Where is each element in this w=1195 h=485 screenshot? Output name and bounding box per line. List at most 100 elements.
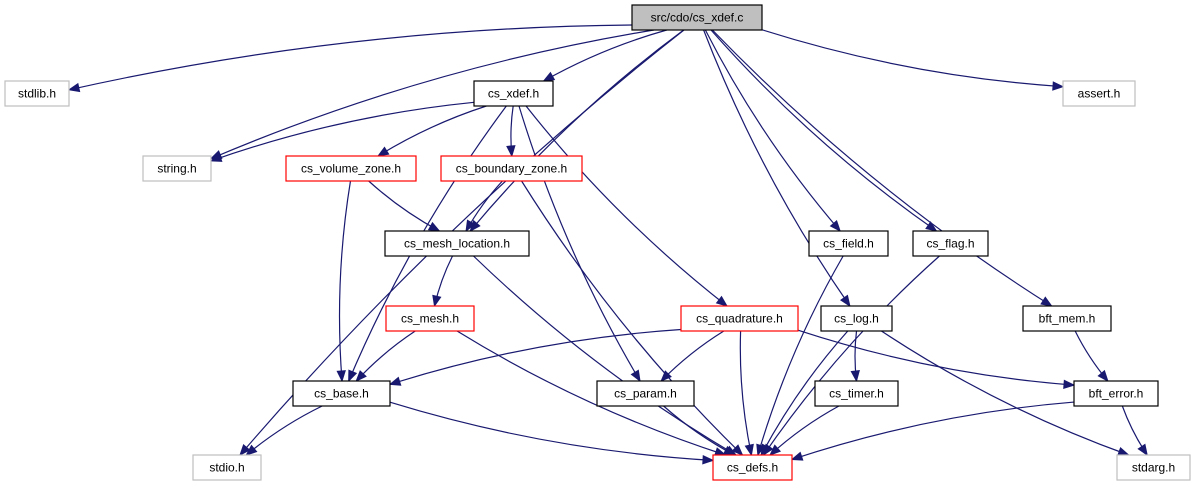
edge-cs_boundary_zone_h-to-cs_defs_h — [521, 180, 743, 456]
arrowhead-cs_xdef_h-to-cs_quadrature_h — [715, 295, 729, 307]
edge-cs_mesh_h-to-cs_base_h — [355, 330, 416, 382]
edge-cs_xdef_h-to-cs_param_h — [518, 105, 641, 382]
arrowhead-cs_xdef_c-to-cs_field_h — [829, 219, 841, 233]
node-label: stdio.h — [209, 461, 244, 475]
node-label: cs_field.h — [823, 237, 874, 251]
edge-cs_xdef_c-to-cs_xdef_h — [543, 29, 667, 82]
node-box — [631, 4, 763, 31]
arrowhead-cs_volume_zone_h-to-cs_base_h — [336, 370, 346, 383]
node-cs-base-h[interactable]: cs_base.h — [292, 380, 391, 407]
edge-cs_base_h-to-cs_defs_h — [389, 401, 714, 461]
node-stdio-h: stdio.h — [192, 454, 262, 481]
edge-cs_xdef_c-to-string_h — [210, 29, 655, 160]
arrowhead-cs_xdef_c-to-bft_mem_h — [1040, 296, 1053, 307]
node-box — [912, 230, 989, 257]
arrowhead-cs_mesh_location_h-to-cs_mesh_h — [432, 294, 442, 308]
arrowhead-cs_boundary_zone_h-to-cs_mesh_location_h — [465, 219, 476, 233]
node-box — [142, 155, 212, 182]
arrowhead-cs_quadrature_h-to-bft_error_h — [1063, 379, 1076, 390]
node-cs-timer-h[interactable]: cs_timer.h — [814, 380, 899, 407]
edge-cs_mesh_location_h-to-cs_defs_h — [473, 255, 737, 456]
node-cs-volume-zone-h[interactable]: cs_volume_zone.h — [285, 155, 417, 182]
node-box — [473, 80, 554, 107]
arrowhead-bft_error_h-to-cs_defs_h — [790, 451, 804, 461]
edge-cs_xdef_h-to-cs_quadrature_h — [525, 105, 728, 307]
node-box — [820, 305, 893, 332]
node-box — [4, 80, 70, 107]
edge-cs_base_h-to-stdio_h — [245, 405, 323, 456]
node-box — [712, 454, 793, 481]
arrowhead-cs_quadrature_h-to-cs_base_h — [388, 376, 402, 386]
node-cs-flag-h[interactable]: cs_flag.h — [912, 230, 989, 257]
node-box — [440, 155, 583, 182]
edge-cs_xdef_c-to-bft_mem_h — [711, 29, 1052, 307]
node-box — [814, 380, 899, 407]
edge-cs_xdef_c-to-cs_mesh_location_h — [469, 29, 685, 232]
node-label: string.h — [157, 162, 196, 176]
node-cs-defs-h[interactable]: cs_defs.h — [712, 454, 793, 481]
node-cs-boundary-zone-h[interactable]: cs_boundary_zone.h — [440, 155, 583, 182]
arrowhead-cs_xdef_c-to-assert_h — [1052, 81, 1065, 91]
node-box — [385, 305, 475, 332]
edge-cs_mesh_h-to-cs_defs_h — [456, 330, 726, 456]
node-cs-mesh-location-h[interactable]: cs_mesh_location.h — [384, 230, 530, 257]
node-label: cs_mesh_location.h — [404, 237, 510, 251]
node-box — [1116, 454, 1191, 481]
node-box — [1062, 80, 1136, 107]
arrowhead-cs_boundary_zone_h-to-cs_defs_h — [731, 444, 744, 456]
node-cs-param-h[interactable]: cs_param.h — [596, 380, 695, 407]
edge-cs_xdef_c-to-stdlib_h — [68, 24, 633, 91]
arrowhead-cs_xdef_c-to-stdlib_h — [67, 82, 81, 93]
node-label: stdarg.h — [1132, 461, 1175, 475]
node-cs-quadrature-h[interactable]: cs_quadrature.h — [680, 305, 799, 332]
edges-layer — [67, 24, 1148, 465]
node-label: assert.h — [1078, 87, 1121, 101]
arrowhead-cs_xdef_h-to-cs_boundary_zone_h — [506, 145, 516, 158]
arrowhead-cs_log_h-to-cs_timer_h — [850, 370, 860, 383]
edge-cs_field_h-to-cs_defs_h — [757, 255, 844, 456]
edge-cs_quadrature_h-to-bft_error_h — [797, 329, 1075, 386]
node-label: cs_base.h — [314, 387, 369, 401]
edge-cs_xdef_h-to-string_h — [210, 101, 475, 162]
arrowhead-cs_xdef_h-to-cs_volume_zone_h — [376, 146, 390, 157]
arrowhead-cs_xdef_c-to-cs_flag_h — [925, 221, 938, 232]
node-cs-mesh-h[interactable]: cs_mesh.h — [385, 305, 475, 332]
node-string-h: string.h — [142, 155, 212, 182]
arrowhead-cs_xdef_h-to-cs_param_h — [630, 369, 641, 383]
arrowhead-cs_base_h-to-stdio_h — [245, 444, 258, 456]
node-box — [1022, 305, 1112, 332]
node-label: cs_flag.h — [926, 237, 974, 251]
arrowhead-bft_error_h-to-stdarg_h — [1137, 443, 1148, 457]
arrowhead-cs_xdef_c-to-stdio_h — [239, 443, 251, 457]
edge-bft_error_h-to-cs_defs_h — [791, 401, 1075, 461]
node-label: stdlib.h — [18, 87, 56, 101]
node-cs-xdef-h[interactable]: cs_xdef.h — [473, 80, 554, 107]
edge-cs_xdef_c-to-cs_field_h — [704, 29, 841, 232]
node-label: cs_xdef.h — [488, 87, 539, 101]
arrowhead-cs_quadrature_h-to-cs_defs_h — [744, 443, 754, 457]
node-bft-error-h[interactable]: bft_error.h — [1073, 380, 1159, 407]
arrowhead-cs_xdef_c-to-cs_xdef_h — [542, 71, 556, 82]
node-label: cs_param.h — [614, 387, 677, 401]
node-label: cs_mesh.h — [401, 312, 459, 326]
edge-cs_xdef_c-to-assert_h — [761, 29, 1064, 88]
node-label: bft_mem.h — [1039, 312, 1096, 326]
node-cs-field-h[interactable]: cs_field.h — [808, 230, 889, 257]
node-cs-xdef-c[interactable]: src/cdo/cs_xdef.c — [631, 4, 763, 31]
edge-cs_log_h-to-stdarg_h — [881, 330, 1129, 456]
nodes-layer: src/cdo/cs_xdef.c stdlib.h cs_xdef.h assert… — [4, 4, 1191, 481]
arrowhead-cs_volume_zone_h-to-cs_mesh_location_h — [427, 221, 441, 232]
arrowhead-cs_base_h-to-cs_defs_h — [702, 455, 715, 465]
node-box — [808, 230, 889, 257]
edge-cs_quadrature_h-to-cs_base_h — [389, 328, 682, 385]
arrowhead-cs_xdef_h-to-string_h — [209, 152, 223, 162]
edge-cs_log_h-to-cs_defs_h — [760, 330, 849, 456]
node-bft-mem-h[interactable]: bft_mem.h — [1022, 305, 1112, 332]
node-label: bft_error.h — [1089, 387, 1144, 401]
edge-cs_flag_h-to-cs_defs_h — [763, 255, 940, 456]
edge-cs_xdef_c-to-cs_log_h — [703, 29, 851, 307]
node-cs-log-h[interactable]: cs_log.h — [820, 305, 893, 332]
arrowhead-bft_mem_h-to-bft_error_h — [1097, 369, 1109, 383]
arrowhead-cs_log_h-to-cs_defs_h — [760, 443, 771, 457]
arrowhead-cs_mesh_h-to-cs_base_h — [355, 370, 367, 382]
